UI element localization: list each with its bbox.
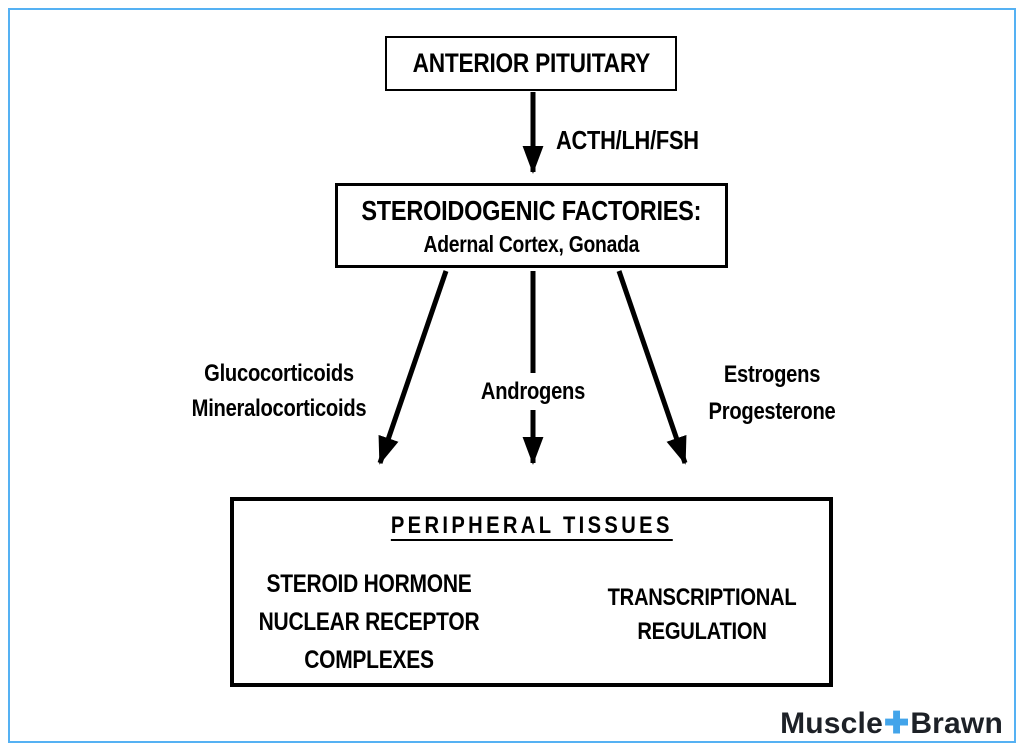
steroid-hormone-complexes-text: STEROID HORMONE NUCLEAR RECEPTOR COMPLEX… [259,565,480,679]
anterior-pituitary-label: ANTERIOR PITUITARY [412,48,650,78]
estrogens-progesterone-label: Estrogens Progesterone [709,356,836,430]
arrow-factories-to-estrogens [616,270,688,465]
steroidogenic-factories-title: STEROIDOGENIC FACTORIES: [361,194,702,226]
peripheral-left-line2: NUCLEAR RECEPTOR [258,608,480,636]
plus-icon: ✚ [883,707,910,740]
steroidogenic-factories-box: STEROIDOGENIC FACTORIES: Adernal Cortex,… [335,183,728,268]
glucocorticoids-mineralocorticoids-label: Glucocorticoids Mineralocorticoids [192,356,367,426]
anterior-pituitary-box: ANTERIOR PITUITARY [385,36,677,91]
transcriptional-regulation-text: TRANSCRIPTIONAL REGULATION [608,581,797,649]
acth-lh-fsh-label: ACTH/LH/FSH [556,125,699,155]
branch-right-line2: Progesterone [708,398,836,425]
muscle-brawn-logo: Muscle✚Brawn [780,706,1003,741]
peripheral-left-line1: STEROID HORMONE [266,570,472,598]
peripheral-tissues-box: PERIPHERAL TISSUES [230,497,833,687]
androgens-label: Androgens [476,373,590,410]
logo-muscle-text: Muscle [780,707,883,740]
peripheral-left-line3: COMPLEXES [304,646,434,674]
arrow-factories-to-glucocorticoids [377,270,449,465]
branch-left-line1: Glucocorticoids [204,360,354,387]
steroidogenic-factories-subtitle: Adernal Cortex, Gonada [423,230,640,257]
branch-left-line2: Mineralocorticoids [191,395,367,422]
peripheral-right-line1: TRANSCRIPTIONAL [607,584,797,611]
logo-brawn-text: Brawn [910,707,1003,740]
branch-right-line1: Estrogens [723,361,821,388]
peripheral-right-line2: REGULATION [637,618,767,645]
peripheral-tissues-title: PERIPHERAL TISSUES [390,512,673,539]
